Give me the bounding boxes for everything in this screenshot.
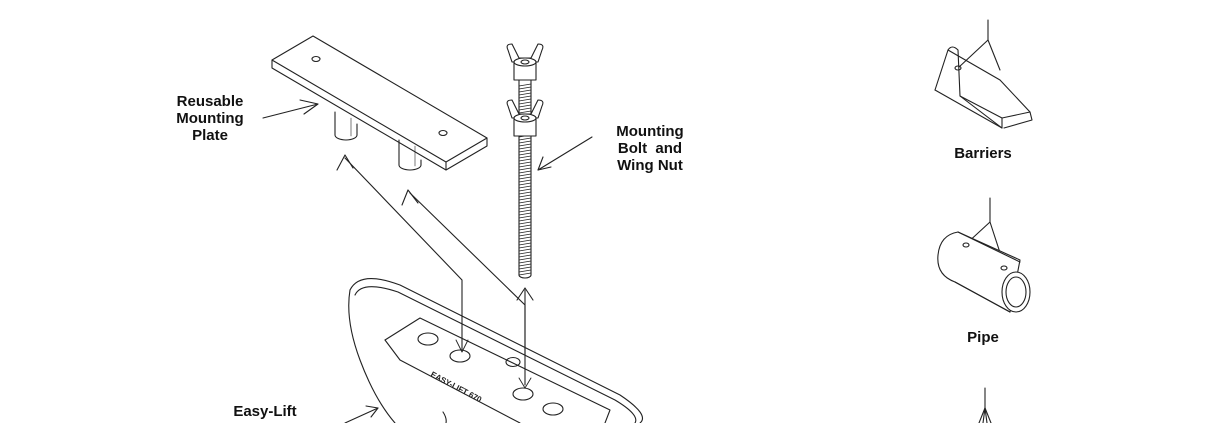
- bolt-thread: [518, 95, 532, 99]
- base-imprint: EASY-LIFT 670: [429, 370, 484, 405]
- bolt-thread: [518, 161, 532, 165]
- bolt-thread: [518, 209, 532, 213]
- bolt-thread: [518, 272, 532, 276]
- mounting-plate-drawing: [271, 35, 488, 171]
- bolt-thread: [518, 230, 532, 234]
- bolt-thread: [518, 170, 532, 174]
- bolt-thread: [518, 221, 532, 225]
- label-line: Mounting: [616, 123, 684, 140]
- label-line: Mounting: [176, 110, 244, 127]
- bolt-thread: [518, 98, 532, 102]
- bolt-thread: [518, 152, 532, 156]
- bolt-thread: [518, 86, 532, 90]
- barriers-label: Barriers: [954, 145, 1012, 162]
- bolt-thread: [518, 266, 532, 270]
- bolt-thread: [518, 254, 532, 258]
- easy-lift-base-drawing: [348, 278, 644, 423]
- bolt-thread: [518, 179, 532, 183]
- bolt-thread: [518, 143, 532, 147]
- bolt-thread: [518, 92, 532, 96]
- bolt-thread: [518, 83, 532, 87]
- reusable-mounting-plate-label: Reusable Mounting Plate: [160, 93, 260, 144]
- bolt-thread: [518, 101, 532, 105]
- bolt-thread: [518, 110, 532, 114]
- bolt-thread: [518, 203, 532, 207]
- bolt-thread: [518, 251, 532, 255]
- leader-lines: [262, 99, 593, 423]
- bolt-thread: [518, 206, 532, 210]
- bolt-thread: [518, 149, 532, 153]
- bolt-thread: [518, 140, 532, 144]
- bolt-thread: [518, 212, 532, 216]
- bolt-thread: [518, 260, 532, 264]
- bolt-thread: [518, 248, 532, 252]
- bolt-thread: [518, 158, 532, 162]
- mounting-bolt-label: Mounting Bolt and Wing Nut: [600, 123, 700, 174]
- barrier-icon: [934, 19, 1033, 129]
- bolt-thread: [518, 215, 532, 219]
- bolt-thread: [518, 233, 532, 237]
- bolt-thread: [518, 167, 532, 171]
- label-line: Wing Nut: [617, 157, 683, 174]
- bolt-thread: [518, 89, 532, 93]
- bolt-thread: [518, 104, 532, 108]
- bolt-thread: [518, 236, 532, 240]
- bolt-thread: [518, 107, 532, 111]
- bolt-thread: [518, 164, 532, 168]
- label-line: Reusable: [176, 93, 244, 110]
- bolt-thread: [518, 176, 532, 180]
- bolt-thread: [518, 245, 532, 249]
- bolt-thread: [518, 263, 532, 267]
- bolt-thread: [518, 218, 532, 222]
- bolt-thread: [518, 191, 532, 195]
- mounting-bolt-drawing: [506, 43, 544, 279]
- pipe-icon: [937, 197, 1031, 313]
- bolt-thread: [518, 155, 532, 159]
- bolt-thread: [518, 137, 532, 141]
- bolt-thread: [518, 185, 532, 189]
- pipe-label: Pipe: [967, 329, 999, 346]
- bolt-thread: [518, 257, 532, 261]
- bolt-thread: [518, 182, 532, 186]
- bolt-thread: [518, 188, 532, 192]
- label-line: Bolt and: [617, 140, 683, 157]
- bolt-thread: [518, 194, 532, 198]
- label-line: Plate: [192, 127, 228, 144]
- easy-lift-label: Easy-Lift: [233, 403, 297, 420]
- bolt-thread: [518, 224, 532, 228]
- bolt-thread: [518, 197, 532, 201]
- assembly-arrows: [336, 154, 534, 389]
- partial-icon: [978, 387, 992, 423]
- bolt-thread: [518, 269, 532, 273]
- bolt-thread: [518, 146, 532, 150]
- bolt-thread: [518, 242, 532, 246]
- bolt-thread: [518, 239, 532, 243]
- bolt-thread: [518, 227, 532, 231]
- bolt-thread: [518, 173, 532, 177]
- bolt-thread: [518, 200, 532, 204]
